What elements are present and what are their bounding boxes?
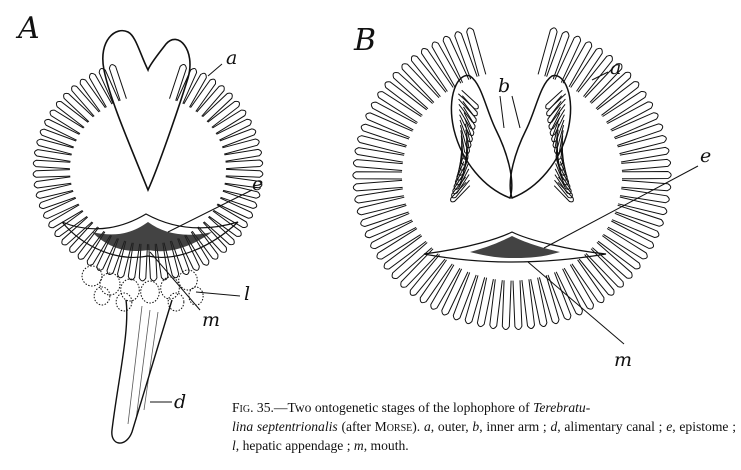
tentacle bbox=[392, 243, 432, 279]
tentacle bbox=[402, 64, 439, 103]
panel-a-hepatic-appendage bbox=[82, 266, 203, 311]
tentacle bbox=[33, 160, 70, 169]
tentacle bbox=[34, 177, 71, 188]
tentacle bbox=[35, 150, 72, 162]
caption-author: Morse bbox=[375, 419, 413, 434]
label-e-panel-a: e bbox=[252, 173, 263, 195]
panel-b-drawing bbox=[353, 28, 698, 344]
label-a-panel-a: a bbox=[226, 47, 237, 69]
caption-legend-a: , outer, bbox=[431, 419, 473, 434]
tentacle bbox=[621, 180, 670, 190]
label-m-panel-b: m bbox=[614, 349, 632, 371]
tentacle bbox=[620, 189, 669, 203]
caption-fig-number: Fig. 35. bbox=[232, 400, 274, 415]
caption-after: (after bbox=[338, 419, 375, 434]
tentacle bbox=[538, 28, 557, 76]
hepatic-lobe bbox=[141, 281, 160, 303]
tentacle bbox=[477, 278, 493, 327]
tentacle bbox=[420, 260, 452, 303]
panel-a-drawing bbox=[33, 31, 263, 443]
tentacle bbox=[571, 48, 603, 91]
caption-legend-l: , hepatic appendage ; bbox=[236, 438, 354, 453]
tentacle bbox=[109, 65, 126, 101]
panel-b-letter: B bbox=[353, 23, 376, 58]
tentacle bbox=[393, 72, 433, 108]
caption-key-m: m bbox=[354, 438, 364, 453]
caption-genus-2: lina septentrionalis bbox=[232, 419, 338, 434]
caption-genus-1: Terebratu- bbox=[533, 400, 590, 415]
label-m-panel-a: m bbox=[202, 309, 220, 331]
tentacle bbox=[170, 65, 187, 101]
hepatic-lobe bbox=[168, 293, 184, 311]
panel-a-leader-a bbox=[208, 64, 222, 76]
tentacle bbox=[401, 249, 438, 287]
hepatic-lobe bbox=[121, 279, 140, 301]
tentacle bbox=[353, 180, 402, 191]
label-d-panel-a: d bbox=[174, 391, 186, 413]
panel-a-letter: A bbox=[15, 11, 40, 46]
caption-legend-e: , epistome ; bbox=[672, 419, 736, 434]
tentacle bbox=[572, 260, 604, 303]
tentacle bbox=[355, 189, 404, 203]
inner-tentacle bbox=[546, 90, 566, 109]
tentacle bbox=[422, 48, 454, 91]
panel-a-inner-opening bbox=[103, 31, 190, 190]
hepatic-lobe bbox=[100, 273, 120, 295]
tentacle bbox=[40, 129, 76, 147]
inner-tentacle bbox=[458, 90, 478, 109]
caption-text-1: —Two ontogenetic stages of the lophophor… bbox=[274, 400, 533, 415]
hepatic-lobe bbox=[82, 266, 102, 286]
caption-legend-d: , alimentary canal ; bbox=[557, 419, 666, 434]
caption-legend-m: , mouth. bbox=[364, 438, 409, 453]
panel-a-canal-hatching bbox=[128, 306, 158, 424]
tentacle bbox=[36, 184, 73, 198]
hepatic-lobe bbox=[161, 277, 180, 299]
hepatic-lobe bbox=[94, 287, 110, 305]
figure-caption: Fig. 35.—Two ontogenetic stages of the l… bbox=[232, 398, 736, 455]
tentacle bbox=[615, 205, 663, 226]
tentacle bbox=[33, 170, 70, 178]
tentacle bbox=[622, 172, 671, 179]
label-l-panel-a: l bbox=[244, 283, 250, 305]
tentacle bbox=[502, 280, 511, 329]
panel-b-inner-arm-right bbox=[510, 76, 570, 198]
label-a-panel-b: a bbox=[610, 57, 621, 79]
tentacle bbox=[513, 280, 522, 329]
tentacle bbox=[220, 129, 256, 147]
panel-a-mouth-shading bbox=[92, 222, 212, 251]
tentacle bbox=[531, 278, 547, 327]
panel-b-leader-b-right bbox=[512, 96, 520, 128]
caption-legend-b: , inner arm ; bbox=[479, 419, 550, 434]
panel-b-leader-b-left bbox=[500, 96, 504, 128]
tentacle bbox=[592, 242, 632, 278]
caption-after-close: ). bbox=[412, 419, 424, 434]
caption-key-a: a bbox=[424, 419, 431, 434]
label-e-panel-b: e bbox=[700, 145, 711, 167]
tentacle bbox=[226, 160, 263, 169]
tentacle bbox=[353, 172, 402, 179]
tentacle bbox=[618, 197, 667, 215]
tentacle bbox=[225, 149, 262, 161]
hepatic-lobe bbox=[116, 293, 132, 311]
label-b-panel-b: b bbox=[498, 75, 510, 97]
tentacle bbox=[467, 28, 486, 76]
